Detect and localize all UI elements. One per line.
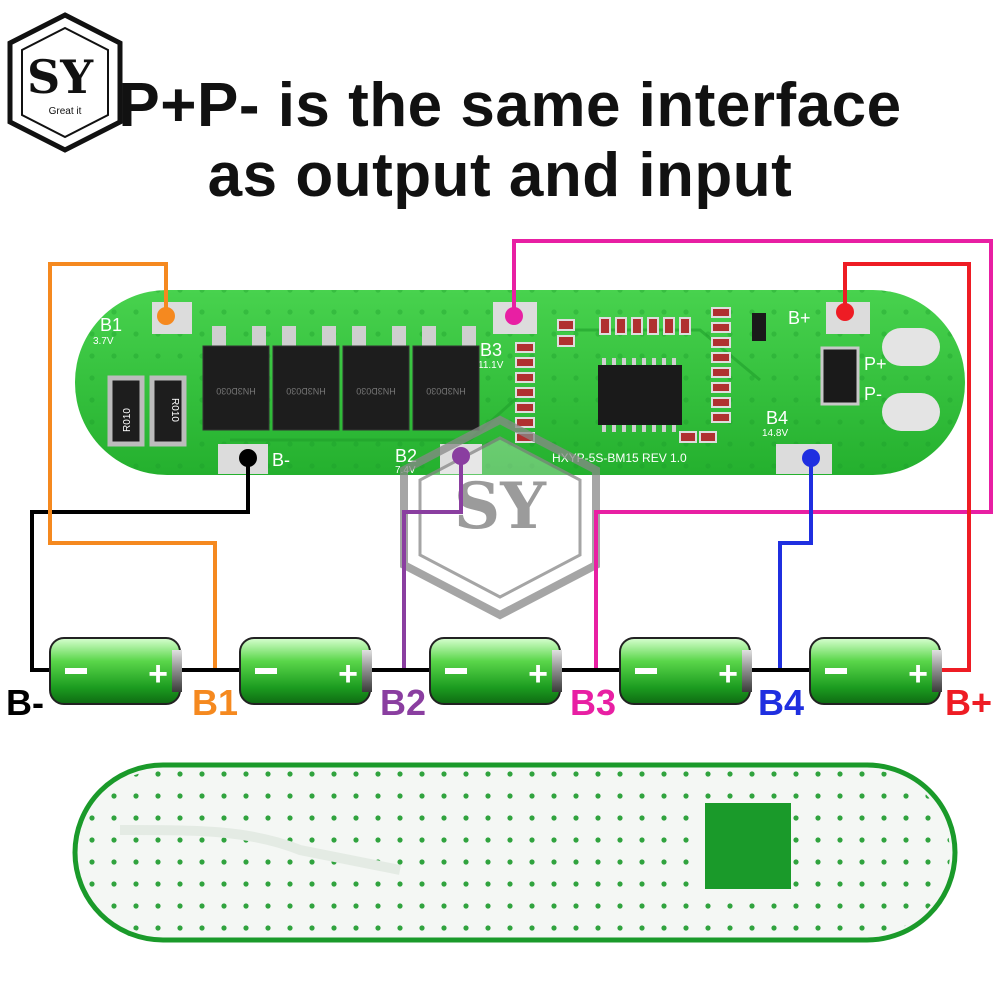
- resistor-2: R010: [149, 375, 187, 447]
- pcb-board-bottom: [72, 762, 958, 943]
- headline-line-2: as output and input: [207, 141, 793, 210]
- pad-label-b3-voltage: 11.1V: [478, 360, 504, 371]
- cell-3-plus: +: [528, 655, 548, 693]
- resistor-2-code: R010: [169, 398, 180, 422]
- wire-b-minus: [30, 458, 250, 672]
- pcb-board-top: B1 3.7V B3 11.1V B+ B- B2 7.4V B4 14.8V …: [75, 290, 965, 476]
- headline-line-1: P+P- is the same interface: [118, 71, 902, 140]
- label-b1: B1: [192, 682, 239, 723]
- wires: [30, 239, 993, 672]
- pad-p-plus: [882, 328, 940, 366]
- wire-b1: [48, 262, 217, 670]
- mosfet-4: HN3D030: [412, 326, 480, 431]
- pad-label-b2: B2: [395, 446, 417, 466]
- battery-cell-3: +: [429, 637, 562, 705]
- label-b-minus: B-: [6, 682, 44, 723]
- dot-b-minus: [239, 449, 257, 467]
- cell-1-plus: +: [148, 655, 168, 693]
- mosfet-3-code: HN3D030: [356, 386, 396, 396]
- dot-b4: [802, 449, 820, 467]
- wire-b2: [402, 458, 463, 670]
- control-ic: [598, 358, 682, 432]
- battery-cell-1: +: [49, 637, 182, 705]
- brand-logo: SY Great it: [7, 12, 123, 153]
- pad-label-p-plus: P+: [864, 354, 887, 374]
- cell-2-plus: +: [338, 655, 358, 693]
- label-b3: B3: [570, 682, 617, 723]
- small-diode: [752, 313, 766, 341]
- resistor-1: R010: [107, 375, 145, 447]
- mosfet-3: HN3D030: [342, 326, 410, 431]
- wire-b4: [778, 458, 813, 670]
- dot-b3: [505, 307, 523, 325]
- wire-b3: [512, 239, 993, 670]
- wire-b-plus: [843, 262, 971, 672]
- label-b2: B2: [380, 682, 427, 723]
- mosfet-1-code: HN3D030: [216, 386, 256, 396]
- pad-label-p-minus: P-: [864, 384, 882, 404]
- cell-4-plus: +: [718, 655, 738, 693]
- pad-label-b4: B4: [766, 408, 788, 428]
- mosfet-4-code: HN3D030: [426, 386, 466, 396]
- pad-label-b3: B3: [480, 340, 502, 360]
- pad-label-b-minus: B-: [272, 450, 290, 470]
- thermal-pad: [705, 803, 791, 889]
- battery-cell-5: +: [809, 637, 942, 705]
- dot-b-plus: [836, 303, 854, 321]
- pad-label-b1: B1: [100, 315, 122, 335]
- smd-row-top: [557, 317, 691, 347]
- pad-p-minus: [882, 393, 940, 431]
- label-b4: B4: [758, 682, 805, 723]
- pad-label-b-plus: B+: [788, 308, 811, 328]
- output-diode: [820, 346, 860, 406]
- battery-cell-2: +: [239, 637, 372, 705]
- pad-label-b4-voltage: 14.8V: [762, 428, 788, 439]
- mosfet-2-code: HN3D030: [286, 386, 326, 396]
- watermark-letters: SY: [454, 469, 547, 544]
- mosfet-1: HN3D030: [202, 326, 270, 431]
- logo-letters: SY: [27, 50, 94, 104]
- smd-column-right: [679, 307, 731, 443]
- mosfet-2: HN3D030: [272, 326, 340, 431]
- watermark-tagline: Great it: [477, 537, 523, 553]
- battery-cell-4: +: [619, 637, 752, 705]
- dot-b1: [157, 307, 175, 325]
- pad-label-b1-voltage: 3.7V: [93, 336, 114, 347]
- dot-b2: [452, 447, 470, 465]
- label-b-plus: B+: [945, 682, 993, 723]
- cell-5-plus: +: [908, 655, 928, 693]
- logo-tagline: Great it: [49, 106, 82, 117]
- resistor-1-code: R010: [122, 408, 133, 432]
